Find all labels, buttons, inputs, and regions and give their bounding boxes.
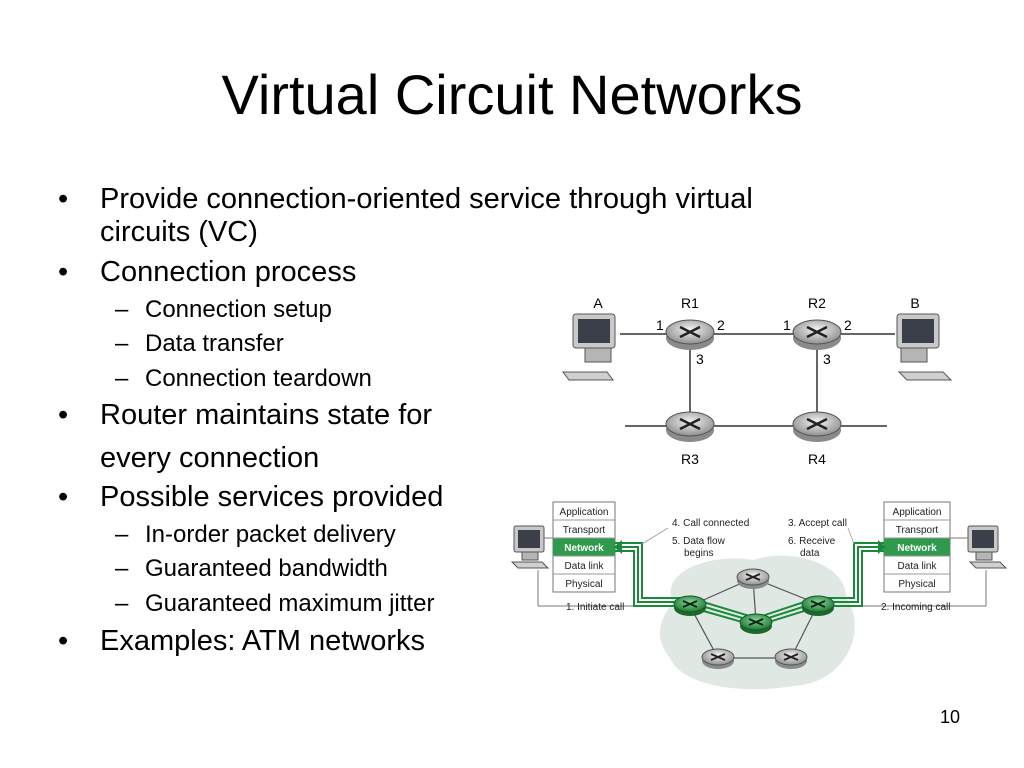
bullet-marker: • (58, 625, 69, 657)
bullet-marker: • (58, 481, 69, 513)
layer-network: Network (897, 543, 937, 554)
bullet-1-continuation: circuits (VC) (100, 216, 258, 248)
router-r2-label: R2 (808, 295, 826, 311)
interface-label: 1 (783, 317, 791, 333)
computer-icon (896, 313, 953, 381)
sub-bullet-marker: – (115, 555, 129, 582)
step-5-label: 5. Data flow (672, 536, 726, 547)
layer-data-link: Data link (898, 561, 938, 572)
interface-label: 3 (823, 351, 831, 367)
sub-bullet: – Connection teardown (115, 365, 372, 393)
sub-bullet-text: Connection teardown (145, 365, 372, 392)
slide-title: Virtual Circuit Networks (221, 63, 803, 126)
leader-line (847, 527, 855, 545)
interface-label: 1 (656, 317, 664, 333)
sub-bullet-marker: – (115, 365, 129, 392)
sub-bullet-text: Guaranteed maximum jitter (145, 590, 435, 617)
router-icon (774, 648, 808, 669)
bullet-1: • Provide connection-oriented service th… (58, 183, 753, 249)
bullet-2-text: Connection process (100, 256, 357, 288)
layer-physical: Physical (898, 579, 935, 590)
bullet-marker: • (58, 256, 69, 288)
bullet-3-text: Router maintains state for (100, 399, 433, 431)
layer-transport: Transport (563, 525, 606, 536)
computer-icon (510, 525, 550, 569)
bullet-1-text: Provide connection-oriented service thro… (100, 183, 753, 215)
sub-bullet: – Connection setup (115, 296, 332, 324)
page-number: 10 (939, 707, 960, 727)
sub-bullet-marker: – (115, 590, 129, 617)
step-1-label: 1. Initiate call (566, 602, 624, 613)
vc-topology-diagram: A B R1 R2 R3 R4 1 2 3 1 2 3 (562, 295, 953, 467)
router-icon (665, 319, 715, 350)
sub-bullet-text: Guaranteed bandwidth (145, 555, 388, 582)
router-icon (792, 411, 842, 442)
protocol-stack-left: Application Transport Network Data link … (552, 501, 616, 593)
router-icon (736, 568, 770, 589)
sub-bullet: – Data transfer (115, 330, 284, 358)
sub-bullet-marker: – (115, 330, 129, 357)
router-icon (739, 613, 773, 634)
layer-application: Application (893, 507, 942, 518)
sub-bullet-text: In-order packet delivery (145, 521, 396, 548)
router-icon (792, 319, 842, 350)
protocol-stack-right: Application Transport Network Data link … (883, 501, 951, 593)
bullet-marker: • (58, 399, 69, 431)
interface-label: 2 (717, 317, 725, 333)
leader-line (641, 527, 669, 545)
bullet-5-text: Examples: ATM networks (100, 625, 426, 657)
bullet-5: • Examples: ATM networks (58, 625, 426, 658)
interface-label: 2 (844, 317, 852, 333)
router-r3-label: R3 (681, 451, 699, 467)
sub-bullet: – Guaranteed bandwidth (115, 555, 388, 583)
bullet-4-text: Possible services provided (100, 481, 444, 513)
layer-application: Application (560, 507, 609, 518)
bullet-3-continuation: every connection (100, 442, 320, 474)
bullet-3: • Router maintains state for every conne… (58, 399, 433, 475)
router-r4-label: R4 (808, 451, 826, 467)
interface-label: 3 (696, 351, 704, 367)
step-6-label-cont: data (800, 548, 820, 559)
arrow-icon (878, 540, 886, 554)
step-6-label: 6. Receive (788, 536, 836, 547)
host-b-label: B (910, 295, 919, 311)
router-icon (801, 595, 835, 616)
layer-data-link: Data link (565, 561, 605, 572)
bullet-marker: • (58, 183, 69, 215)
layer-transport: Transport (896, 525, 939, 536)
sub-bullet: – In-order packet delivery (115, 521, 396, 549)
router-icon (673, 595, 707, 616)
sub-bullet-text: Data transfer (145, 330, 284, 357)
vc-signaling-diagram: Application Transport Network Data link … (510, 501, 1008, 690)
router-r1-label: R1 (681, 295, 699, 311)
router-icon (665, 411, 715, 442)
sub-bullet-marker: – (115, 521, 129, 548)
computer-icon (967, 525, 1008, 569)
sub-bullet-text: Connection setup (145, 296, 332, 323)
router-icon (701, 648, 735, 669)
bullet-4: • Possible services provided (58, 481, 444, 514)
step-3-label: 3. Accept call (788, 518, 847, 529)
step-4-label: 4. Call connected (672, 518, 749, 529)
bullet-2: • Connection process (58, 256, 357, 289)
arrow-icon (614, 540, 622, 554)
layer-physical: Physical (565, 579, 602, 590)
layer-network: Network (564, 543, 604, 554)
computer-icon (562, 313, 616, 381)
sub-bullet-marker: – (115, 296, 129, 323)
sub-bullet: – Guaranteed maximum jitter (115, 590, 435, 618)
step-5-label-cont: begins (684, 548, 713, 559)
step-2-label: 2. Incoming call (881, 602, 950, 613)
host-a-label: A (593, 295, 603, 311)
